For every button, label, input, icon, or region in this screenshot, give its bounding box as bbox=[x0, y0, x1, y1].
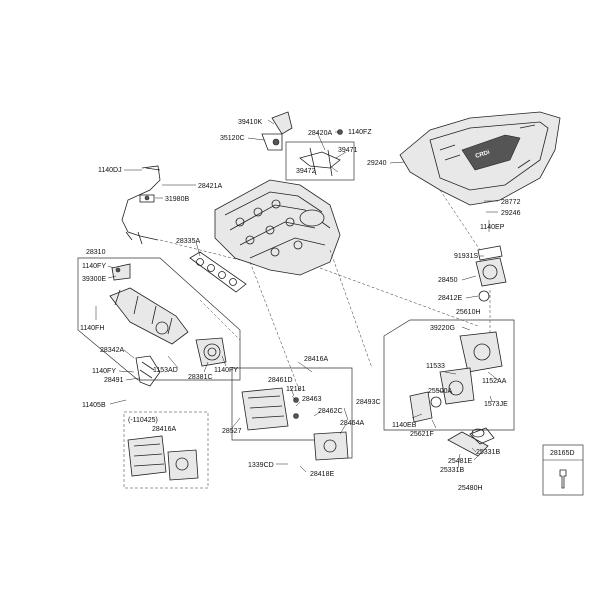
label-1140fz: 1140FZ bbox=[348, 129, 372, 136]
label-28421a: 28421A bbox=[198, 183, 222, 190]
label-35120c: 35120C bbox=[220, 135, 245, 142]
label-1339cd: 1339CD bbox=[248, 462, 274, 469]
label-28491: 28491 bbox=[104, 377, 124, 384]
sensor-bracket bbox=[261, 111, 293, 151]
label-28335a: 28335A bbox=[176, 238, 200, 245]
label-1140eb: 1140EB bbox=[392, 422, 417, 429]
label-28462c: 28462C bbox=[318, 408, 343, 415]
label-28342a: 28342A bbox=[100, 347, 124, 354]
label-1140fy-b: 1140FY bbox=[92, 368, 116, 375]
label-39410k: 39410K bbox=[238, 119, 262, 126]
label-25480h: 25480H bbox=[458, 485, 483, 492]
label-25500a: 25500A bbox=[428, 388, 452, 395]
label-1140fh: 1140FH bbox=[80, 325, 104, 332]
label-28463: 28463 bbox=[302, 396, 322, 403]
egr-valve-group bbox=[231, 367, 353, 461]
label-28418e: 28418E bbox=[310, 471, 334, 478]
label-39471: 39471 bbox=[338, 147, 358, 154]
label-28493c: 28493C bbox=[356, 399, 381, 406]
inset-old-egr bbox=[123, 411, 209, 489]
label-1152aa: 1152AA bbox=[482, 378, 507, 385]
label-25481e: 25481E bbox=[448, 458, 472, 465]
label-25621f: 25621F bbox=[410, 431, 434, 438]
label-1153ad: 1153AD bbox=[153, 367, 178, 374]
label-28412e: 28412E bbox=[438, 295, 462, 302]
label-28416a-a: 28416A bbox=[304, 356, 328, 363]
label-29240: 29240 bbox=[367, 160, 387, 167]
label-1573je: 1573JE bbox=[484, 401, 508, 408]
leader-lines bbox=[95, 119, 499, 473]
label-25331b-a: 25331B bbox=[476, 449, 500, 456]
label-28381c: 28381C bbox=[188, 374, 213, 381]
label-28464a: 28464A bbox=[340, 420, 364, 427]
label-11533: 11533 bbox=[426, 363, 445, 370]
label-28310: 28310 bbox=[86, 249, 106, 256]
label-28527: 28527 bbox=[222, 428, 242, 435]
label-28772: 28772 bbox=[501, 199, 521, 206]
intake-housing-group bbox=[383, 319, 515, 431]
label-1140fy-a: 1140FY bbox=[82, 263, 106, 270]
inset-note: (-110425) bbox=[128, 417, 158, 424]
coolant-hose-group bbox=[447, 427, 495, 457]
engine-cover: CRDi bbox=[399, 111, 561, 206]
egr-pipe bbox=[121, 165, 161, 245]
label-25610h: 25610H bbox=[456, 309, 481, 316]
cylinder-head bbox=[214, 179, 341, 276]
label-28165d: 28165D bbox=[550, 450, 575, 457]
label-39300e: 39300E bbox=[82, 276, 106, 283]
label-39220g: 39220G bbox=[430, 325, 455, 332]
assembly-lines bbox=[159, 189, 491, 393]
part-28165d-box bbox=[542, 444, 584, 496]
label-25331b-b: 25331B bbox=[440, 467, 464, 474]
svg-text:CRDi: CRDi bbox=[475, 150, 491, 160]
label-1140dj: 1140DJ bbox=[98, 167, 122, 174]
label-28420a: 28420A bbox=[308, 130, 332, 137]
label-11405b: 11405B bbox=[82, 402, 106, 409]
label-31980b: 31980B bbox=[165, 196, 189, 203]
label-1140ep: 1140EP bbox=[480, 224, 505, 231]
label-28416a-b: 28416A bbox=[152, 426, 176, 433]
label-12181: 12181 bbox=[286, 386, 306, 393]
exhaust-manifold-group bbox=[77, 257, 241, 381]
egr-cooler-bracket bbox=[285, 129, 355, 181]
label-1140fy-c: 1140FY bbox=[214, 367, 238, 374]
label-28450: 28450 bbox=[438, 277, 458, 284]
turbo-adapter bbox=[195, 337, 227, 367]
label-29246: 29246 bbox=[501, 210, 521, 217]
label-39472: 39472 bbox=[296, 168, 316, 175]
part-labels: 39410K 35120C 28420A 1140FZ 39471 39472 … bbox=[80, 119, 575, 492]
manifold-gasket bbox=[189, 251, 247, 293]
label-91931s: 91931S bbox=[454, 253, 478, 260]
throttle-body bbox=[475, 245, 507, 302]
label-28461d: 28461D bbox=[268, 377, 293, 384]
